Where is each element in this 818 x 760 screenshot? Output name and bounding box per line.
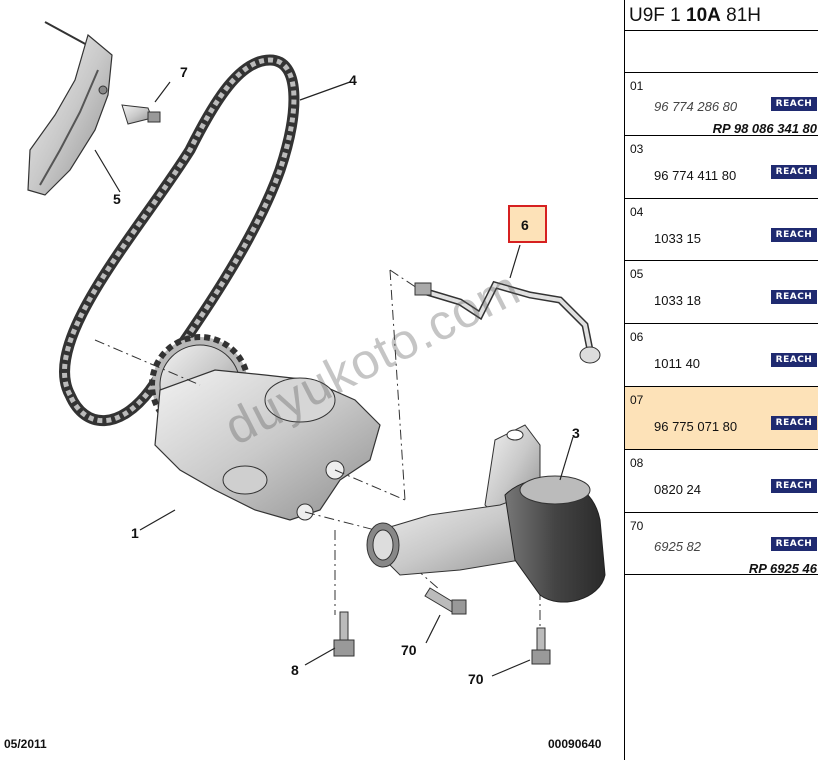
reach-badge: REACH — [771, 478, 817, 493]
reach-badge: REACH — [771, 164, 817, 179]
callout-7-box — [508, 205, 547, 243]
bolt-70-a — [424, 587, 467, 615]
part-row-08[interactable]: 08 0820 24 REACH — [625, 450, 818, 512]
part-ref-number: 70 — [630, 518, 644, 533]
oil-strainer — [366, 424, 606, 603]
divider — [625, 574, 818, 576]
callout-7[interactable]: 6 — [521, 217, 529, 233]
part-number: 1033 15 — [654, 230, 701, 246]
part-ref-number: 01 — [630, 79, 644, 93]
divider — [625, 323, 818, 325]
diagram-drawing — [27, 21, 606, 677]
divider — [625, 30, 818, 31]
reference-code: U9F 1 10A 81H — [629, 5, 761, 27]
part-number: 0820 24 — [654, 481, 701, 497]
part-row-01[interactable]: 01 96 774 286 80 REACH RP 98 086 341 80 — [625, 73, 818, 136]
part-ref-number: 07 — [630, 393, 644, 407]
divider — [625, 197, 818, 199]
reach-badge: REACH — [771, 353, 817, 368]
reference-prefix: U9F 1 — [629, 5, 687, 26]
bolt-70-b — [531, 627, 551, 665]
part-number: 96 774 286 80 — [654, 99, 738, 114]
divider — [625, 134, 818, 136]
part-row-07[interactable]: 07 96 775 071 80 REACH — [625, 387, 818, 449]
part-ref-number: 05 — [630, 267, 644, 282]
part-row-70[interactable]: 70 6925 82 REACH RP 6925 46 — [625, 513, 818, 576]
reference-suffix: 81H — [720, 5, 762, 26]
reach-badge: REACH — [771, 97, 817, 111]
divider — [625, 260, 818, 262]
part-row-06[interactable]: 06 1011 40 REACH — [625, 324, 818, 386]
parts-panel: U9F 1 10A 81H 01 96 774 286 80 REACH RP 98 … — [624, 0, 818, 760]
part-number: 1033 18 — [654, 293, 701, 309]
reach-badge: REACH — [771, 536, 817, 551]
callout-4: 4 — [349, 72, 357, 88]
part-number: 96 774 411 80 — [654, 167, 737, 183]
footer-diagram-code: 00090640 — [548, 737, 602, 751]
reach-badge: REACH — [771, 416, 817, 430]
part-row-04[interactable]: 04 1033 15 REACH — [625, 199, 818, 261]
divider — [625, 72, 818, 73]
divider — [625, 511, 818, 513]
callout-6: 7 — [180, 64, 188, 80]
footer-date: 05/2011 — [4, 737, 47, 751]
callout-3: 3 — [572, 425, 580, 441]
callout-8: 8 — [291, 662, 299, 678]
divider — [625, 386, 818, 387]
part-number: 1011 40 — [654, 356, 701, 372]
callout-70-a: 70 — [401, 642, 417, 658]
divider — [625, 448, 818, 450]
bolt-6 — [121, 104, 161, 125]
callout-70-b: 70 — [468, 671, 484, 687]
reference-bold: 10A — [686, 5, 721, 26]
callout-5: 5 — [113, 191, 121, 207]
exploded-diagram: duyukoto.com 7 4 5 6 3 1 8 70 70 05/2011… — [4, 21, 606, 751]
part-ref-number: 08 — [630, 455, 644, 470]
part-row-03[interactable]: 03 96 774 411 80 REACH — [625, 136, 818, 198]
part-ref-number: 03 — [630, 141, 644, 156]
part-ref-number: 04 — [630, 204, 644, 219]
part-number: 96 775 071 80 — [654, 419, 738, 434]
reach-badge: REACH — [771, 290, 817, 305]
leader-lines — [94, 81, 574, 677]
part-number: 6925 82 — [654, 538, 701, 554]
replacement-part-number: RP 6925 46 — [748, 560, 817, 576]
part-ref-number: 06 — [630, 330, 644, 345]
part-row-05[interactable]: 05 1033 18 REACH — [625, 261, 818, 323]
reach-badge: REACH — [771, 227, 817, 242]
bolt-8 — [333, 611, 355, 657]
oil-pipe — [414, 280, 601, 364]
callout-1: 1 — [131, 525, 139, 541]
replacement-part-number: RP 98 086 341 80 — [712, 121, 817, 136]
chain-tensioner-guide — [27, 21, 113, 196]
